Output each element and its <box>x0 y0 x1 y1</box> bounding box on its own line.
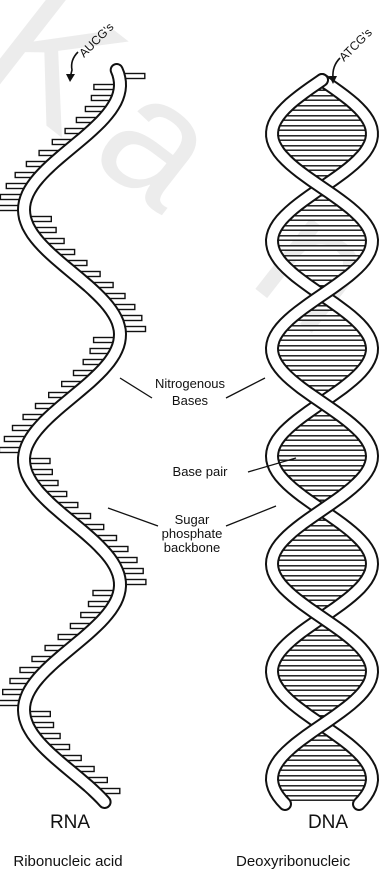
dna-base-pair <box>272 136 371 140</box>
dna-base-pair <box>283 216 361 220</box>
dna-name: DNA <box>308 812 348 833</box>
dna-tag: ATCG's <box>329 25 375 84</box>
dna-base-pair <box>280 366 365 370</box>
nitrogenous-bases-callout: Nitrogenous Bases <box>120 376 265 408</box>
nitrogenous-label-line2: Bases <box>172 393 209 408</box>
backbone-leader-left <box>108 508 158 526</box>
dna-tag-label: ATCG's <box>336 25 375 64</box>
nitrogenous-leader-right <box>226 378 265 398</box>
dna-base-pair <box>276 656 369 660</box>
backbone-leader-right <box>226 506 276 526</box>
dna-base-pair <box>276 146 368 150</box>
dna-base-pair <box>273 556 372 560</box>
dna-base-pair <box>272 666 372 670</box>
dna-base-pair <box>283 646 361 650</box>
dna-full-name: Deoxyribonucleic <box>236 853 351 870</box>
dna-helix <box>272 80 372 804</box>
dna-base-pair <box>278 256 366 260</box>
rna-helix <box>0 70 146 802</box>
dna-base-pair <box>274 786 370 790</box>
nitrogenous-leader-left <box>120 378 152 398</box>
dna-base-pair <box>272 236 372 240</box>
dna-base-pair <box>272 776 372 780</box>
rna-strand-fill <box>24 70 120 802</box>
nitrogenous-label-line1: Nitrogenous <box>155 376 226 391</box>
dna-base-pair <box>273 246 371 250</box>
backbone-label-line2: phosphate <box>162 526 223 541</box>
dna-base-pair <box>281 326 363 330</box>
dna-base-pair <box>280 796 365 800</box>
backbone-callout: Sugar phosphate backbone <box>108 506 276 555</box>
rna-name: RNA <box>50 812 90 833</box>
dna-base-pair <box>277 546 367 550</box>
dna-tag-arrow <box>333 58 340 78</box>
dna-base-pair <box>273 446 370 450</box>
backbone-label-line1: Sugar <box>175 512 210 527</box>
dna-base-pair <box>277 116 367 120</box>
dna-base-pair <box>272 346 372 350</box>
rna-tag-arrowhead <box>66 74 75 82</box>
dna-base-pair <box>274 356 370 360</box>
dna-base-pair <box>281 756 363 760</box>
dna-base-pair <box>273 126 372 130</box>
dna-base-pair <box>278 686 366 690</box>
dna-base-pair <box>272 456 372 460</box>
base-pair-label: Base pair <box>173 464 229 479</box>
dna-base-pair <box>275 466 369 470</box>
rna-tag: AUCG's <box>66 20 117 82</box>
dna-base-pair <box>276 576 368 580</box>
rna-tag-label: AUCG's <box>76 20 116 60</box>
dna-base-pair <box>276 226 369 230</box>
dna-base-pair <box>282 476 363 480</box>
dna-base-pair <box>279 436 365 440</box>
dna-base-pair <box>274 336 369 340</box>
dna-base-pair <box>274 766 369 770</box>
rna-full-name: Ribonucleic acid <box>13 853 122 870</box>
dna-base-pair <box>273 676 371 680</box>
backbone-label-line3: backbone <box>164 540 220 555</box>
dna-base-pair <box>272 566 371 570</box>
